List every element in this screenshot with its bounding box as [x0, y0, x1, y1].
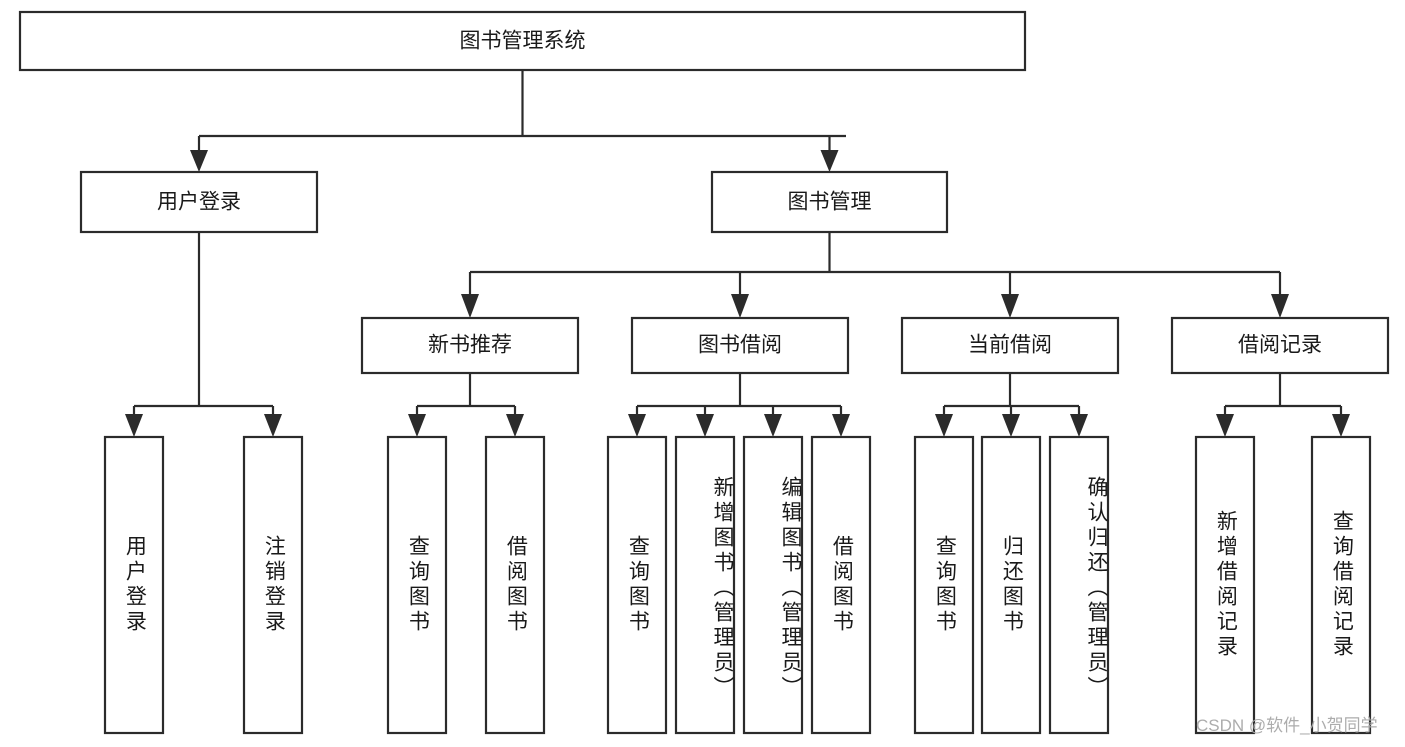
node-leaf-query-book-3-box[interactable] [913, 435, 975, 735]
node-borrow-record-box[interactable] [1170, 316, 1390, 375]
node-book-management-box[interactable] [710, 170, 949, 234]
connector-root-to-level1 [190, 70, 846, 172]
node-leaf-query-record-box[interactable] [1310, 435, 1372, 735]
node-leaf-confirm-return-label: 确认归还（管理员） [1085, 475, 1108, 701]
arrow-head-leaf-query-book-1 [408, 414, 426, 437]
node-new-book-recommend[interactable]: 新书推荐 [360, 316, 580, 375]
arrow-head-book-management [820, 150, 839, 172]
node-leaf-query-record-label: 查询借阅记录 [1330, 510, 1354, 660]
node-leaf-borrow-book-2-box[interactable] [810, 435, 872, 735]
connector-newbook-to-leaves [408, 373, 524, 437]
node-current-borrow-box[interactable] [900, 316, 1120, 375]
connector-bookmanagement-to-level2 [461, 232, 1289, 318]
node-leaf-user-login-label: 用户登录 [123, 535, 147, 635]
node-root-label: 图书管理系统 [460, 30, 586, 53]
node-leaf-query-book-1-label: 查询图书 [406, 535, 430, 635]
node-root[interactable]: 图书管理系统 [18, 10, 1027, 72]
node-current-borrow-label: 当前借阅 [968, 334, 1052, 357]
node-leaf-add-record-box[interactable] [1194, 435, 1256, 735]
arrow-head-book-borrow [731, 294, 749, 318]
node-leaf-query-book-1-box[interactable] [386, 435, 448, 735]
node-book-borrow-label: 图书借阅 [698, 334, 782, 357]
arrow-head-leaf-query-book-3 [935, 414, 953, 437]
arrow-head-leaf-user-login [125, 414, 143, 437]
arrow-head-leaf-confirm-return [1070, 414, 1088, 437]
node-leaf-borrow-book-1-label: 借阅图书 [504, 535, 528, 635]
node-new-book-recommend-box[interactable] [360, 316, 580, 375]
arrow-head-leaf-add-record [1216, 414, 1234, 437]
node-borrow-record-label: 借阅记录 [1238, 334, 1322, 357]
node-leaf-query-book-2-label: 查询图书 [626, 535, 650, 635]
node-leaf-edit-book-box[interactable] [742, 435, 804, 735]
node-book-management-label: 图书管理 [788, 191, 872, 214]
node-root-box[interactable] [18, 10, 1027, 72]
node-borrow-record[interactable]: 借阅记录 [1170, 316, 1390, 375]
arrow-head-leaf-query-book-2 [628, 414, 646, 437]
arrow-head-leaf-return-book [1002, 414, 1020, 437]
arrow-head-borrow-record [1271, 294, 1289, 318]
leaf-layer [103, 435, 1372, 735]
node-user-login-label: 用户登录 [157, 191, 241, 214]
node-leaf-query-book-3-label: 查询图书 [933, 535, 957, 635]
node-leaf-confirm-return-box[interactable] [1048, 435, 1110, 735]
node-leaf-query-book-2-box[interactable] [606, 435, 668, 735]
csdn-watermark: CSDN @软件_小贺同学 [1196, 716, 1378, 735]
node-leaf-borrow-book-2-label: 借阅图书 [830, 535, 854, 635]
node-leaf-logout-box[interactable] [242, 435, 304, 735]
arrow-head-leaf-query-record [1332, 414, 1350, 437]
arrow-head-leaf-add-book [696, 414, 714, 437]
node-leaf-add-book-box[interactable] [674, 435, 736, 735]
connector-userlogin-to-leaves [125, 232, 282, 437]
node-leaf-return-book-box[interactable] [980, 435, 1042, 735]
node-book-management[interactable]: 图书管理 [710, 170, 949, 234]
node-new-book-recommend-label: 新书推荐 [428, 334, 512, 357]
node-leaf-user-login-box[interactable] [103, 435, 165, 735]
connector-currentborrow-to-leaves [935, 373, 1088, 437]
node-leaf-return-book-label: 归还图书 [1000, 535, 1024, 635]
connector-bookborrow-to-leaves [628, 373, 850, 437]
arrow-head-new-book-recommend [461, 294, 479, 318]
node-book-borrow-box[interactable] [630, 316, 850, 375]
node-user-login-box[interactable] [79, 170, 319, 234]
leaf-label-layer: 用户登录 注销登录 查询图书 借阅图书 查询图书 新增图书（管理员） 编辑图书（… [123, 475, 1354, 701]
node-leaf-borrow-book-1-box[interactable] [484, 435, 546, 735]
node-current-borrow[interactable]: 当前借阅 [900, 316, 1120, 375]
node-leaf-add-book-label: 新增图书（管理员） [711, 475, 734, 701]
node-leaf-logout-label: 注销登录 [262, 535, 286, 635]
node-leaf-edit-book-label: 编辑图书（管理员） [779, 475, 802, 701]
connector-layer [125, 70, 1350, 437]
arrow-head-user-login [190, 150, 208, 172]
node-user-login[interactable]: 用户登录 [79, 170, 319, 234]
connector-borrowrecord-to-leaves [1216, 373, 1350, 437]
arrow-head-leaf-logout [264, 414, 282, 437]
arrow-head-leaf-edit-book [764, 414, 782, 437]
arrow-head-current-borrow [1001, 294, 1019, 318]
arrow-head-leaf-borrow-book-1 [506, 414, 524, 437]
node-book-borrow[interactable]: 图书借阅 [630, 316, 850, 375]
node-leaf-add-record-label: 新增借阅记录 [1214, 510, 1238, 660]
arrow-head-leaf-borrow-book-2 [832, 414, 850, 437]
